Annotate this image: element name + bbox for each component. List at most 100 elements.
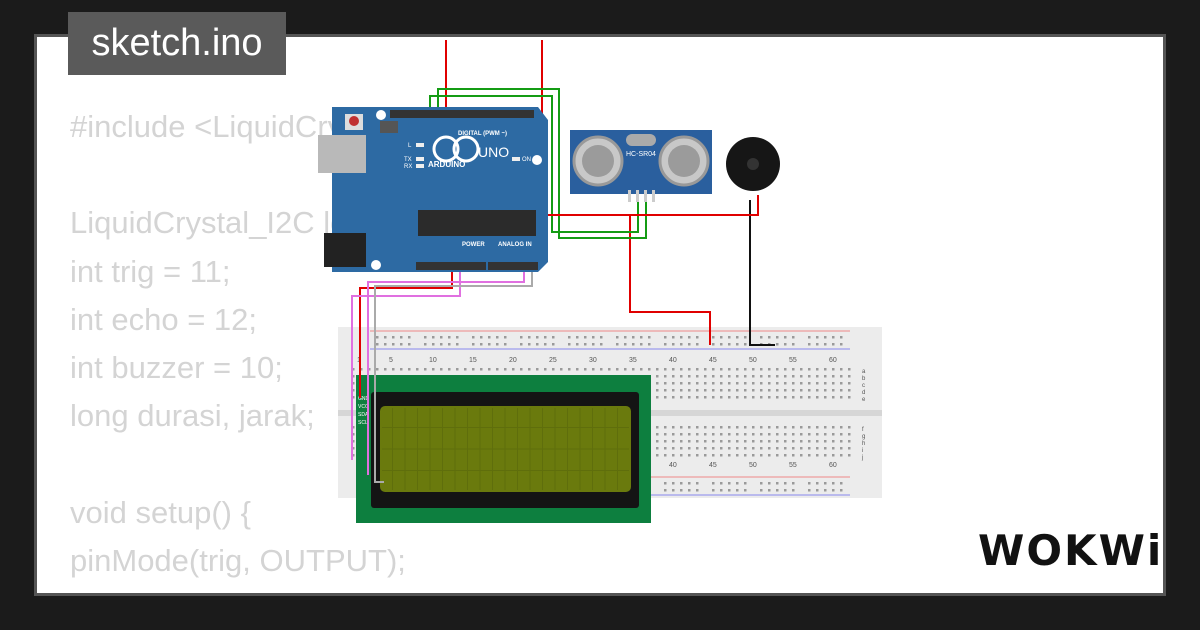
breadboard-hole (680, 368, 683, 371)
breadboard-hole (664, 396, 667, 399)
breadboard-hole (720, 396, 723, 399)
breadboard-hole (840, 375, 843, 378)
breadboard-hole (800, 396, 803, 399)
breadboard-rail-hole (624, 336, 627, 339)
breadboard-hole (792, 396, 795, 399)
breadboard-hole (752, 382, 755, 385)
breadboard-hole (440, 368, 443, 371)
breadboard-hole (752, 454, 755, 457)
breadboard-rail-hole (792, 343, 795, 346)
breadboard-rail-hole (456, 343, 459, 346)
breadboard-rail-hole (688, 343, 691, 346)
breadboard-rail-hole (840, 489, 843, 492)
breadboard-rail-hole (688, 482, 691, 485)
breadboard-hole (352, 389, 355, 392)
digital-label: DIGITAL (PWM ~) (458, 131, 507, 137)
breadboard-hole (352, 375, 355, 378)
breadboard-rail-hole (544, 336, 547, 339)
breadboard-hole (832, 440, 835, 443)
breadboard-rail-hole (480, 343, 483, 346)
breadboard-hole (720, 389, 723, 392)
breadboard-hole (792, 440, 795, 443)
breadboard-rail-hole (584, 336, 587, 339)
breadboard-hole (824, 454, 827, 457)
breadboard-hole (664, 382, 667, 385)
breadboard-row-letter: a (862, 369, 866, 375)
breadboard-hole (672, 426, 675, 429)
breadboard-column-number: 35 (629, 357, 637, 364)
breadboard-hole (800, 440, 803, 443)
breadboard-hole (712, 389, 715, 392)
breadboard-rail-hole (736, 343, 739, 346)
breadboard-hole (728, 396, 731, 399)
breadboard-hole (544, 368, 547, 371)
breadboard-rail-hole (664, 489, 667, 492)
file-tab[interactable]: sketch.ino (68, 12, 286, 75)
buzzer[interactable] (726, 137, 780, 191)
breadboard-rail-hole (712, 489, 715, 492)
breadboard-rail-hole (400, 336, 403, 339)
breadboard-hole (816, 389, 819, 392)
breadboard-rail-hole (592, 336, 595, 339)
breadboard-hole (352, 368, 355, 371)
breadboard-hole (760, 447, 763, 450)
breadboard-hole (688, 426, 691, 429)
breadboard-hole (848, 447, 851, 450)
breadboard-row-letter: b (862, 376, 866, 382)
breadboard-hole (488, 368, 491, 371)
breadboard-rail-hole (808, 343, 811, 346)
arduino-model: UNO (478, 144, 509, 160)
arduino-uno[interactable]: ARDUINO UNO DIGITAL (PWM ~) POWER ANALOG… (318, 107, 548, 272)
breadboard-hole (568, 368, 571, 371)
breadboard-hole (720, 426, 723, 429)
wokwi-logo[interactable]: WOKWi (978, 526, 1164, 575)
breadboard-rail-hole (408, 336, 411, 339)
breadboard-hole (744, 368, 747, 371)
breadboard-column-number: 40 (669, 462, 677, 469)
breadboard-hole (664, 375, 667, 378)
breadboard-hole (840, 382, 843, 385)
breadboard-hole (680, 433, 683, 436)
breadboard-hole (768, 368, 771, 371)
breadboard-hole (712, 426, 715, 429)
breadboard-rail-hole (376, 336, 379, 339)
lcd-pin-label: SDA (358, 412, 369, 418)
breadboard-hole (688, 375, 691, 378)
ultrasonic-sensor[interactable]: HC-SR04 (570, 130, 712, 202)
breadboard-rail-hole (632, 336, 635, 339)
breadboard-hole (832, 396, 835, 399)
breadboard-hole (784, 454, 787, 457)
breadboard-hole (696, 368, 699, 371)
breadboard-hole (800, 375, 803, 378)
breadboard-hole (672, 433, 675, 436)
breadboard-hole (648, 368, 651, 371)
breadboard-rail-hole (600, 343, 603, 346)
breadboard-hole (496, 368, 499, 371)
breadboard-rail-hole (528, 343, 531, 346)
breadboard-hole (696, 426, 699, 429)
breadboard-hole (744, 375, 747, 378)
breadboard-column-number: 45 (709, 462, 717, 469)
breadboard-hole (848, 454, 851, 457)
breadboard-hole (672, 447, 675, 450)
breadboard-hole (728, 440, 731, 443)
breadboard-hole (696, 433, 699, 436)
digital-header (390, 110, 534, 118)
breadboard-hole (728, 382, 731, 385)
breadboard-rail-hole (552, 343, 555, 346)
breadboard-rail-hole (792, 482, 795, 485)
breadboard-rail-hole (816, 482, 819, 485)
breadboard-hole (736, 375, 739, 378)
breadboard-hole (688, 440, 691, 443)
breadboard-hole (808, 454, 811, 457)
breadboard-hole (816, 382, 819, 385)
breadboard-hole (712, 440, 715, 443)
code-line: void setup() { (70, 494, 251, 530)
breadboard-hole (592, 368, 595, 371)
breadboard-hole (832, 433, 835, 436)
breadboard-hole (520, 368, 523, 371)
breadboard-column-number: 30 (589, 357, 597, 364)
breadboard-rail-hole (744, 482, 747, 485)
breadboard-rail-hole (736, 336, 739, 339)
